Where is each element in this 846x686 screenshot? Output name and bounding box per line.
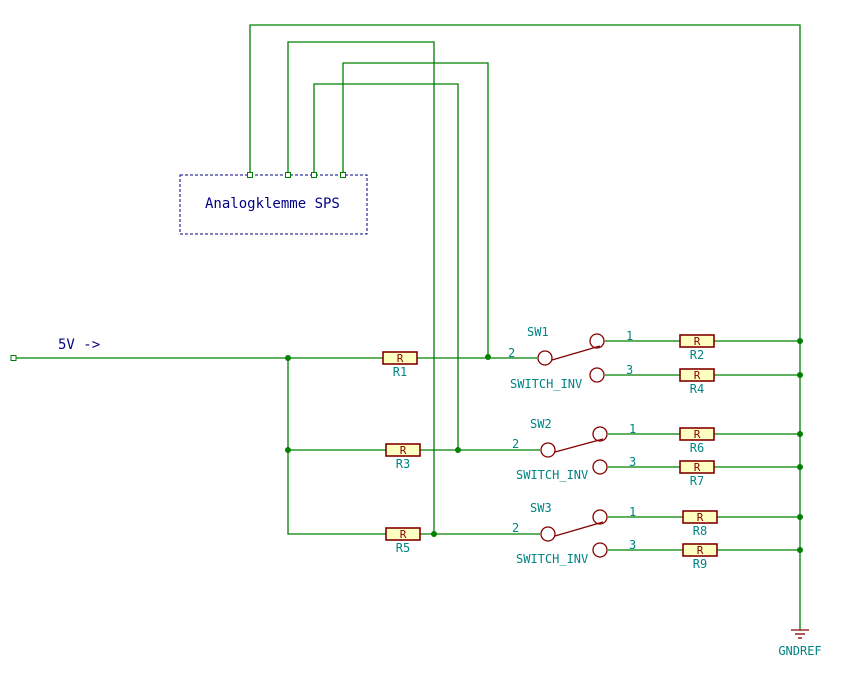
svg-text:R: R	[694, 369, 701, 382]
resistor-r4: R R4	[679, 368, 715, 396]
resistor-r6: R R6	[679, 427, 715, 455]
input-connector: 5V ->	[10, 337, 100, 361]
svg-text:1: 1	[626, 329, 633, 343]
svg-text:SW2: SW2	[530, 417, 552, 431]
svg-text:R: R	[400, 528, 407, 541]
svg-text:SW3: SW3	[530, 501, 552, 515]
svg-text:1: 1	[629, 505, 636, 519]
svg-text:1: 1	[629, 422, 636, 436]
resistor-r3: R R3	[385, 443, 421, 471]
svg-text:R1: R1	[393, 365, 407, 379]
ground-label: GNDREF	[778, 644, 821, 658]
svg-text:3: 3	[629, 538, 636, 552]
svg-text:SWITCH_INV: SWITCH_INV	[516, 552, 588, 566]
wires-outputs	[605, 340, 800, 551]
svg-text:R7: R7	[690, 474, 704, 488]
svg-text:R: R	[694, 461, 701, 474]
resistor-r7: R R7	[679, 460, 715, 488]
switch-sw3: SW3 SWITCH_INV 2 1 3	[512, 501, 636, 566]
switch-sw1: SW1 SWITCH_INV 2 1 3	[508, 325, 633, 391]
resistor-r5: R R5	[385, 527, 421, 555]
svg-text:R9: R9	[693, 557, 707, 571]
svg-text:2: 2	[508, 346, 515, 360]
svg-text:SWITCH_INV: SWITCH_INV	[510, 377, 582, 391]
svg-text:R: R	[694, 428, 701, 441]
wires-main	[14, 357, 540, 535]
svg-text:R2: R2	[690, 348, 704, 362]
svg-text:SW1: SW1	[527, 325, 549, 339]
svg-text:R: R	[400, 444, 407, 457]
input-label: 5V ->	[58, 337, 100, 353]
svg-text:SWITCH_INV: SWITCH_INV	[516, 468, 588, 482]
svg-text:3: 3	[629, 455, 636, 469]
svg-text:R: R	[397, 352, 404, 365]
svg-text:R: R	[697, 544, 704, 557]
resistor-r1: R R1	[382, 351, 418, 379]
resistor-r9: R R9	[682, 543, 718, 571]
svg-text:R: R	[697, 511, 704, 524]
svg-text:2: 2	[512, 437, 519, 451]
ground-symbol: GNDREF	[778, 629, 822, 658]
svg-text:R4: R4	[690, 382, 704, 396]
svg-text:3: 3	[626, 363, 633, 377]
resistor-r2: R R2	[679, 334, 715, 362]
wires-plc	[249, 24, 801, 630]
svg-text:R6: R6	[690, 441, 704, 455]
svg-text:R5: R5	[396, 541, 410, 555]
plc-box-label: Analogklemme SPS	[205, 196, 340, 212]
junctions	[285, 338, 803, 553]
svg-text:R8: R8	[693, 524, 707, 538]
svg-text:R: R	[694, 335, 701, 348]
switch-sw2: SW2 SWITCH_INV 2 1 3	[512, 417, 636, 482]
resistor-r8: R R8	[682, 510, 718, 538]
svg-text:R3: R3	[396, 457, 410, 471]
plc-analog-box: Analogklemme SPS	[179, 172, 368, 235]
svg-text:2: 2	[512, 521, 519, 535]
